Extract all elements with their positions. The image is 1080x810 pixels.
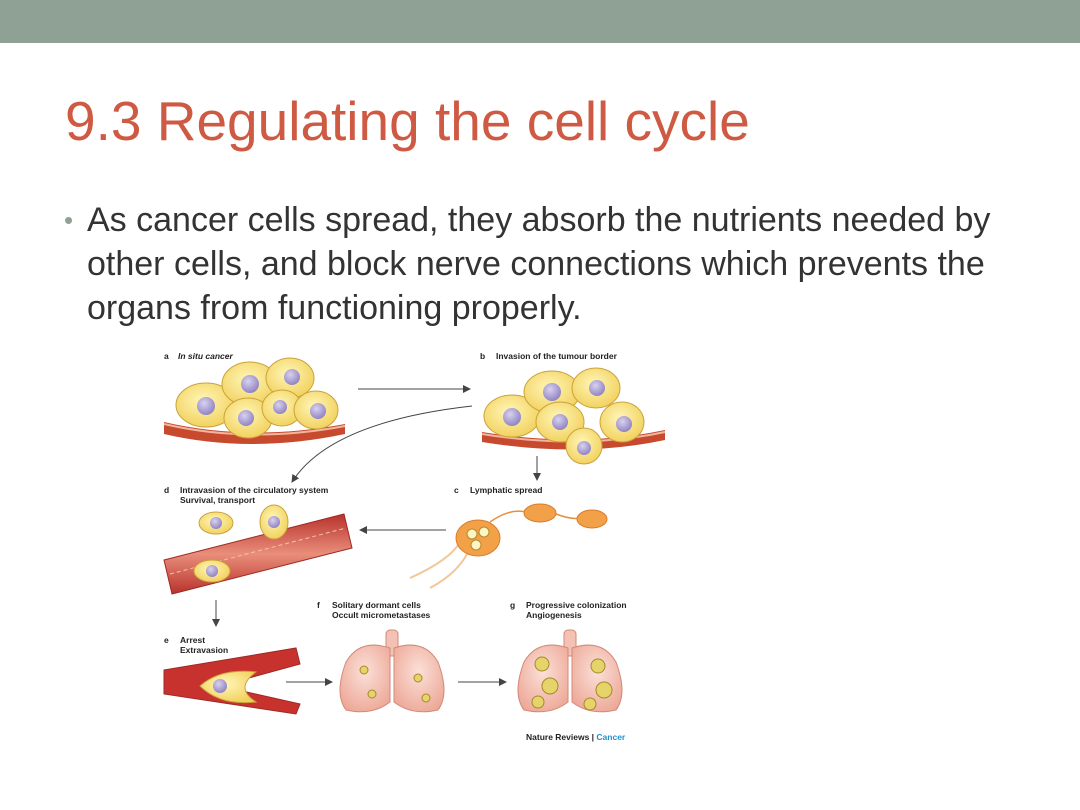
tumour-invasion-illustration bbox=[481, 367, 666, 465]
panel-c-caption: Lymphatic spread bbox=[470, 485, 542, 495]
panel-e-label: e Arrest Extravasion bbox=[164, 635, 228, 655]
metastasis-figure: a In situ cancer b Invasion of the tumou… bbox=[160, 342, 680, 752]
tumour-in-situ-illustration bbox=[163, 357, 346, 444]
svg-text:Nature Reviews | Cancer: Nature Reviews | Cancer bbox=[526, 732, 626, 742]
panel-g-caption: Progressive colonization bbox=[526, 600, 627, 610]
credit-section: Cancer bbox=[596, 732, 626, 742]
arrow-b-to-d bbox=[291, 405, 473, 483]
panel-g-label: g Progressive colonization Angiogenesis bbox=[510, 600, 627, 620]
bullet-text: As cancer cells spread, they absorb the … bbox=[87, 201, 991, 327]
lungs-colonization-illustration bbox=[517, 629, 623, 713]
panel-b-letter: b bbox=[480, 351, 485, 361]
extravasion-illustration bbox=[163, 647, 301, 715]
panel-d-letter: d bbox=[164, 485, 169, 495]
panel-e-caption: Arrest bbox=[180, 635, 205, 645]
panel-a-caption: In situ cancer bbox=[178, 351, 233, 361]
panel-c-letter: c bbox=[454, 485, 459, 495]
panel-f-label: f Solitary dormant cells Occult micromet… bbox=[317, 600, 431, 620]
panel-f-caption: Solitary dormant cells bbox=[332, 600, 421, 610]
panel-c-label: c Lymphatic spread bbox=[454, 485, 542, 495]
panel-a-label: a In situ cancer bbox=[164, 351, 233, 361]
panel-g-letter: g bbox=[510, 600, 515, 610]
credit-separator: | bbox=[589, 732, 596, 742]
panel-b-label: b Invasion of the tumour border bbox=[480, 351, 618, 361]
panel-f-caption-2: Occult micrometastases bbox=[332, 610, 431, 620]
lungs-dormant-illustration bbox=[339, 629, 445, 713]
slide-title: 9.3 Regulating the cell cycle bbox=[65, 90, 750, 152]
panel-e-letter: e bbox=[164, 635, 169, 645]
lymphatic-spread-illustration bbox=[409, 503, 608, 589]
panel-d-label: d Intravasion of the circulatory system … bbox=[164, 485, 329, 505]
credit-journal: Nature Reviews bbox=[526, 732, 590, 742]
bullet-dot-icon: • bbox=[64, 205, 74, 235]
panel-d-caption-2: Survival, transport bbox=[180, 495, 255, 505]
panel-a-letter: a bbox=[164, 351, 169, 361]
bullet-list: • As cancer cells spread, they absorb th… bbox=[62, 198, 1022, 330]
top-accent-bar bbox=[0, 0, 1080, 43]
panel-f-letter: f bbox=[317, 600, 320, 610]
panel-e-caption-2: Extravasion bbox=[180, 645, 228, 655]
panel-b-caption: Invasion of the tumour border bbox=[496, 351, 618, 361]
blood-vessel-illustration bbox=[163, 504, 353, 595]
panel-g-caption-2: Angiogenesis bbox=[526, 610, 582, 620]
panel-d-caption: Intravasion of the circulatory system bbox=[180, 485, 329, 495]
figure-credit: Nature Reviews | Cancer bbox=[526, 732, 626, 742]
bullet-item: • As cancer cells spread, they absorb th… bbox=[62, 198, 1022, 330]
